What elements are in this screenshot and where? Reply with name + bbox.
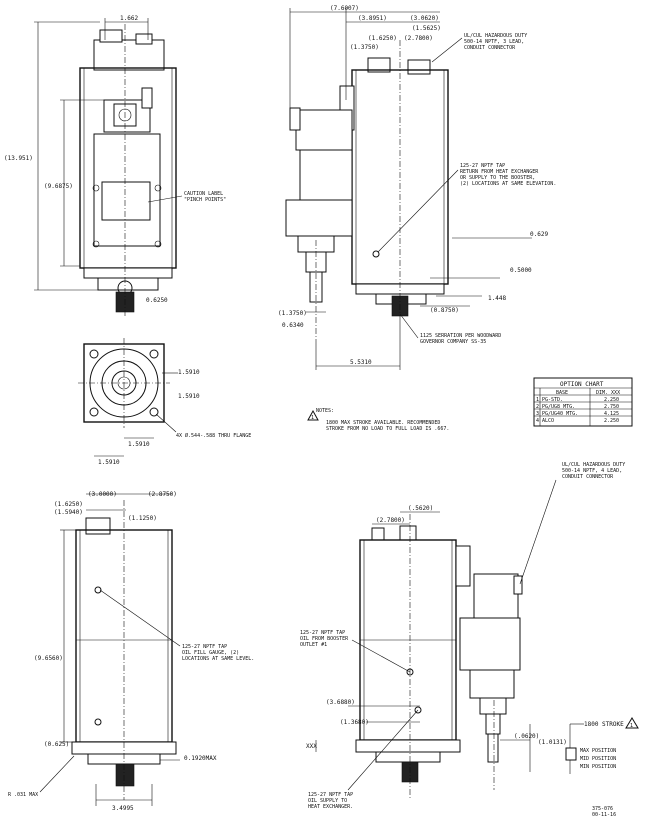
serration-note-line2: GOVERNOR COMPANY SS-35: [420, 339, 486, 345]
dim-2-7800: (2.7800): [404, 35, 433, 42]
oil-fill-note-line2: OIL FILL GAUGE, (2): [182, 650, 239, 656]
conduit-note-b-line2: 500-14 NPTF, 4 LEAD,: [562, 468, 622, 474]
dim-0-8750: (0.8750): [430, 307, 459, 314]
conduit-note-b-line1: UL/CUL HAZARDOUS DUTY: [562, 462, 625, 468]
option-chart-header-dim: DIM. XXX: [596, 390, 620, 396]
flange-dim-d: 1.5910: [98, 459, 120, 466]
option-chart-title: OPTION CHART: [560, 381, 604, 388]
drawing-date: 00-11-16: [592, 812, 616, 818]
dim-overall-height: (13.951): [4, 155, 33, 162]
serration-note-line1: 1125 SERRATION PER WOODWARD: [420, 333, 501, 339]
note-line1: 1800 MAX STROKE AVAILABLE. RECOMMENDED: [326, 420, 440, 426]
option-row-1-base: PG-STD.: [542, 397, 563, 403]
lower-right-view: (.5620) (2.7800) (3.6880) (1.3680) XXX (…: [300, 462, 639, 810]
dim-0-0620: (.0620): [514, 733, 539, 740]
dim-1-6250-b: (1.6250): [54, 501, 83, 508]
dim-0-6340: 0.6340: [282, 322, 304, 329]
side-view: (7.6007) (3.8951) (3.0620) (1.5625) (1.6…: [278, 5, 556, 370]
flange-dim-b: 1.5910: [178, 393, 200, 400]
dim-3-4995: 3.4995: [112, 805, 134, 812]
option-row-4-num: 4: [536, 418, 539, 424]
dim-xxx: XXX: [306, 743, 317, 750]
dim-3-0620: (3.0620): [410, 15, 439, 22]
stroke-max-position: MAX POSITION: [580, 748, 616, 754]
dim-width: 1.662: [120, 15, 138, 22]
option-row-3-num: 3: [536, 411, 539, 417]
caution-label-line1: CAUTION LABEL: [184, 191, 223, 197]
dim-1-5940: (1.5940): [54, 509, 83, 516]
stroke-label: 1800 STROKE: [584, 721, 624, 728]
note-line2: STROKE FROM NO LOAD TO FULL LOAD IS .667…: [326, 426, 449, 432]
conduit-note-line3: CONDUIT CONNECTOR: [464, 45, 516, 51]
stroke-marker: 1: [630, 723, 633, 729]
option-row-2-num: 2: [536, 404, 539, 410]
dim-1-3750: (1.3750): [350, 44, 379, 51]
outlet-note-line1: 125-27 NPTF TAP: [300, 630, 345, 636]
dim-7-6007: (7.6007): [330, 5, 359, 12]
tap-note-line1: 125-27 NPTF TAP: [460, 163, 505, 169]
drawing-number: 375-076: [592, 806, 613, 812]
dim-0-625: (0.625): [44, 741, 69, 748]
tap-note-line4: (2) LOCATIONS AT SAME ELEVATION.: [460, 181, 556, 187]
dim-2-7800-b: (2.7800): [376, 517, 405, 524]
option-chart: OPTION CHART BASE DIM. XXX 1 PG-STD. 2.2…: [533, 377, 633, 427]
dim-1-3750-b: (1.3750): [278, 310, 307, 317]
radius-note: R .031 MAX: [8, 792, 38, 798]
tap-note-line3: OR SUPPLY TO THE BOOSTER,: [460, 175, 535, 181]
notes-block: NOTES: 1 1800 MAX STROKE AVAILABLE. RECO…: [307, 408, 449, 432]
dim-shaft: 0.6250: [146, 297, 168, 304]
option-row-3-dim: 4.125: [604, 411, 619, 417]
option-row-4-dim: 2.250: [604, 418, 619, 424]
flange-dim-c: 1.5910: [128, 441, 150, 448]
dim-0-629: 0.629: [530, 231, 548, 238]
front-view: 1.662 (13.951) (9.6875) 0.6250 CAUTION L…: [4, 15, 226, 318]
dim-9-6560: (9.6560): [34, 655, 63, 662]
option-chart-header-base: BASE: [556, 390, 568, 396]
option-row-2-base: PG/UG8 MTG.: [542, 404, 575, 410]
option-row-2-dim: 2.750: [604, 404, 619, 410]
supply-note-line2: OIL SUPPLY TO: [308, 798, 347, 804]
oil-fill-note-line1: 125-27 NPTF TAP: [182, 644, 227, 650]
notes-heading: NOTES:: [316, 408, 334, 414]
flange-view: 1.5910 1.5910 1.5910 1.5910 4X Ø.544-.58…: [78, 338, 251, 466]
outlet-note-line2: OIL FROM BOOSTER: [300, 636, 349, 642]
dim-1-1250: (1.1250): [128, 515, 157, 522]
flange-dim-a: 1.5910: [178, 369, 200, 376]
dim-0-5000: 0.5000: [510, 267, 532, 274]
note-marker: 1: [311, 415, 314, 421]
oil-fill-note-line3: LOCATIONS AT SAME LEVEL.: [182, 656, 254, 662]
caution-label-line2: "PINCH POINTS": [184, 197, 226, 203]
dim-5-5310: 5.5310: [350, 359, 372, 366]
conduit-note-b-line3: CONDUIT CONNECTOR: [562, 474, 614, 480]
option-row-3-base: PG/UG40 MTG.: [542, 411, 578, 417]
option-row-4-base: ALCO: [542, 418, 554, 424]
dim-1-0131: (1.0131): [538, 739, 567, 746]
dim-0-1920: 0.1920MAX: [184, 755, 217, 762]
dim-1-5625: (1.5625): [412, 25, 441, 32]
tap-note-line2: RETURN FROM HEAT EXCHANGER: [460, 169, 539, 175]
supply-note-line1: 125-27 NPTF TAP: [308, 792, 353, 798]
flange-hole-note: 4X Ø.544-.588 THRU FLANGE: [176, 432, 251, 439]
option-row-1-num: 1: [536, 397, 539, 403]
conduit-note-line2: 500-14 NPTF, 3 LEAD,: [464, 39, 524, 45]
stroke-min-position: MIN POSITION: [580, 764, 616, 770]
conduit-note-line1: UL/CUL HAZARDOUS DUTY: [464, 33, 527, 39]
dim-body-height: (9.6875): [44, 183, 73, 190]
dim-0-5620: (.5620): [408, 505, 433, 512]
outlet-note-line3: OUTLET #1: [300, 642, 327, 648]
dim-1-3680: (1.3680): [340, 719, 369, 726]
dim-3-8951: (3.8951): [358, 15, 387, 22]
dim-2-8750: (2.8750): [148, 491, 177, 498]
supply-note-line3: HEAT EXCHANGER.: [308, 804, 353, 810]
dim-1-448: 1.448: [488, 295, 506, 302]
stroke-mid-position: MID POSITION: [580, 756, 616, 762]
dim-3-0000: (3.0000): [88, 491, 117, 498]
dim-1-6250: (1.6250): [368, 35, 397, 42]
lower-left-view: (3.0000) (2.8750) (1.6250) (1.5940) (1.1…: [8, 491, 254, 812]
option-row-1-dim: 2.250: [604, 397, 619, 403]
dim-3-6880: (3.6880): [326, 699, 355, 706]
